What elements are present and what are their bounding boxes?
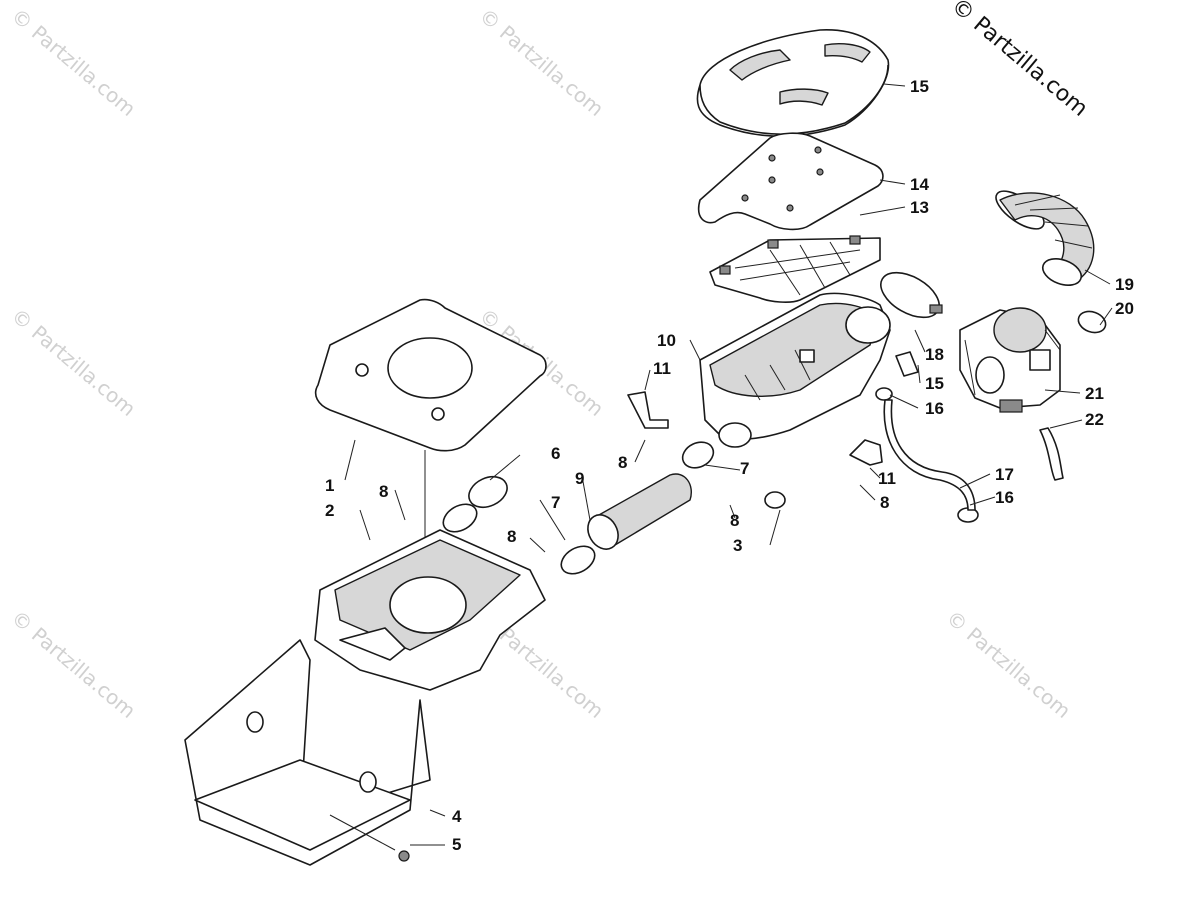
watermark-7: © Partzilla.com [942,605,1076,723]
callout-22: 22 [1085,410,1104,429]
callout-17: 17 [995,465,1014,484]
callout-20: 20 [1115,299,1134,318]
part-hose-22 [1039,427,1064,481]
copyright-text: © Partzilla.com [946,0,1092,122]
watermark-5: © Partzilla.com [7,605,141,723]
callout-15: 15 [925,374,944,393]
callout-3: 3 [733,536,742,555]
callout-8c: 8 [618,453,627,472]
watermark-2: © Partzilla.com [475,3,609,121]
part-housing-cover [696,29,890,138]
part-mounting-brackets [627,391,883,466]
part-intake-tube [587,441,715,550]
part-drain-grommet [764,491,786,509]
callout-labels: 15 14 13 19 20 18 15 16 21 22 17 16 10 1… [325,77,1134,854]
callout-2: 2 [325,501,334,520]
part-vent-hose [883,399,976,511]
part-clamp-band [880,271,943,319]
callout-7b: 7 [551,493,560,512]
callout-5: 5 [452,835,461,854]
callout-18: 18 [925,345,944,364]
callout-8a: 8 [880,493,889,512]
callout-7a: 7 [740,459,749,478]
callout-8b: 8 [730,511,739,530]
callout-6: 6 [551,444,560,463]
callout-21: 21 [1085,384,1104,403]
part-intake-boot [995,190,1095,286]
part-intake-plate [314,298,547,600]
callout-12: 13 [910,198,929,217]
callout-13: 14 [910,175,929,194]
callout-1: 1 [325,476,334,495]
part-screw-5 [398,850,410,862]
callout-9: 9 [575,469,584,488]
callout-11a: 11 [653,359,671,378]
part-air-filter [697,132,884,231]
part-heat-shield [184,639,431,866]
part-air-box-base [314,529,546,691]
callout-4: 4 [452,807,462,826]
callout-14: 15 [910,77,929,96]
part-clamps-7 [442,503,596,575]
callout-8e: 8 [379,482,388,501]
part-filter-cage [709,235,881,303]
watermark-1: © Partzilla.com [7,3,141,121]
part-clamp-ring [468,475,508,509]
callout-8d: 8 [507,527,516,546]
watermark-3: © Partzilla.com [7,303,141,421]
leader-lines [344,83,1113,846]
callout-16b: 16 [995,488,1014,507]
part-carburetor [959,307,1061,413]
callout-11b: 11 [878,469,896,488]
callout-10: 10 [657,331,676,350]
part-fittings [875,351,979,523]
part-air-filter-housing [699,292,891,448]
callout-16a: 16 [925,399,944,418]
part-clamp-20 [1077,310,1107,334]
callout-19: 19 [1115,275,1134,294]
